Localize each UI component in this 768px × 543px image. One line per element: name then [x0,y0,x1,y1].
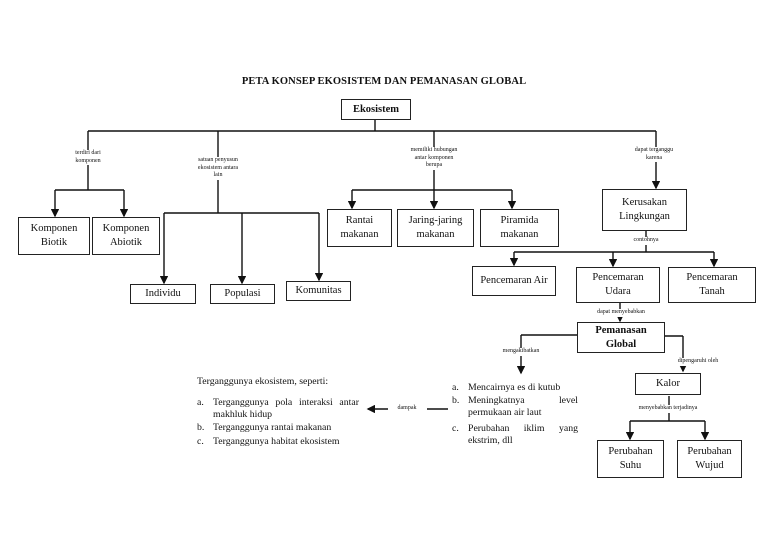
link-contohnya: contohnya [620,237,672,245]
link-terdiri-dari-komponen: terdiri dari komponen [58,150,118,165]
disruption-list: a.Terganggunya pola interaksi antar makh… [197,397,359,449]
list-item: b.Terganggunya rantai makanan [197,422,332,434]
link-dipengaruhi-oleh: dipengaruhi oleh [662,358,734,366]
list-item: b.Meningkatnya level permukaan air laut [452,395,578,419]
list-item: c.Perubahan iklim yang ekstrim, dll [452,422,578,446]
list-item: a.Terganggunya pola interaksi antar makh… [197,397,359,421]
link-mengakibatkan: mengakibatkan [490,348,552,356]
node-jaring-jaring-makanan: Jaring-jaring makanan [397,209,474,247]
node-komponen-biotik: Komponen Biotik [18,217,90,255]
node-kalor: Kalor [635,373,701,395]
node-perubahan-wujud: Perubahan Wujud [677,440,742,478]
disruption-heading: Terganggunya ekosistem, seperti: [197,376,329,387]
node-ekosistem: Ekosistem [341,99,411,120]
node-individu: Individu [130,284,196,304]
link-dapat-terganggu: dapat terganggu karena [618,147,690,162]
node-pencemaran-tanah: Pencemaran Tanah [668,267,756,303]
link-memiliki-hubungan: memiliki hubungan antar komponen berupa [398,147,470,170]
map-title: PETA KONSEP EKOSISTEM DAN PEMANASAN GLOB… [241,76,527,87]
link-menyebabkan-terjadinya: menyebabkan terjadinya [622,405,714,413]
node-kerusakan-lingkungan: Kerusakan Lingkungan [602,189,687,231]
list-item: a.Mencairnya es di kutub [452,382,561,393]
node-pencemaran-udara: Pencemaran Udara [576,267,660,303]
link-satuan-penyusun: satuan penyusun ekosistem antara lain [184,157,252,180]
link-dapat-menyebabkan: dapat menyebabkan [580,309,662,317]
node-pencemaran-air: Pencemaran Air [472,266,556,296]
node-piramida-makanan: Piramida makanan [480,209,559,247]
node-komponen-abiotik: Komponen Abiotik [92,217,160,255]
node-populasi: Populasi [210,284,275,304]
effects-list: a.Mencairnya es di kutub b.Meningkatnya … [452,382,578,448]
node-pemanasan-global: Pemanasan Global [577,322,665,353]
node-komunitas: Komunitas [286,281,351,301]
list-item: c.Terganggunya habitat ekosistem [197,435,340,447]
link-dampak: dampak [388,405,426,413]
node-perubahan-suhu: Perubahan Suhu [597,440,664,478]
node-rantai-makanan: Rantai makanan [327,209,392,247]
